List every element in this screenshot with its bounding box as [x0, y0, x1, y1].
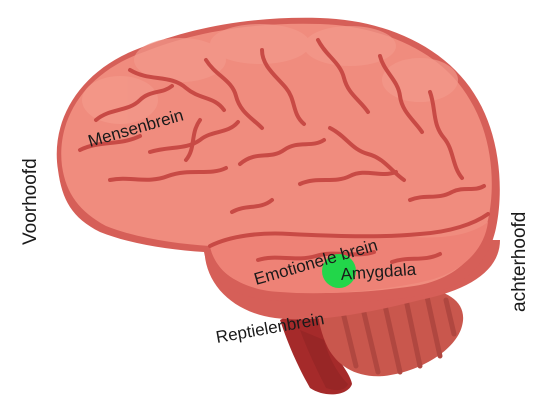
label-achterhoofd: achterhoofd — [509, 212, 530, 312]
label-voorhoofd: Voorhoofd — [20, 158, 41, 245]
